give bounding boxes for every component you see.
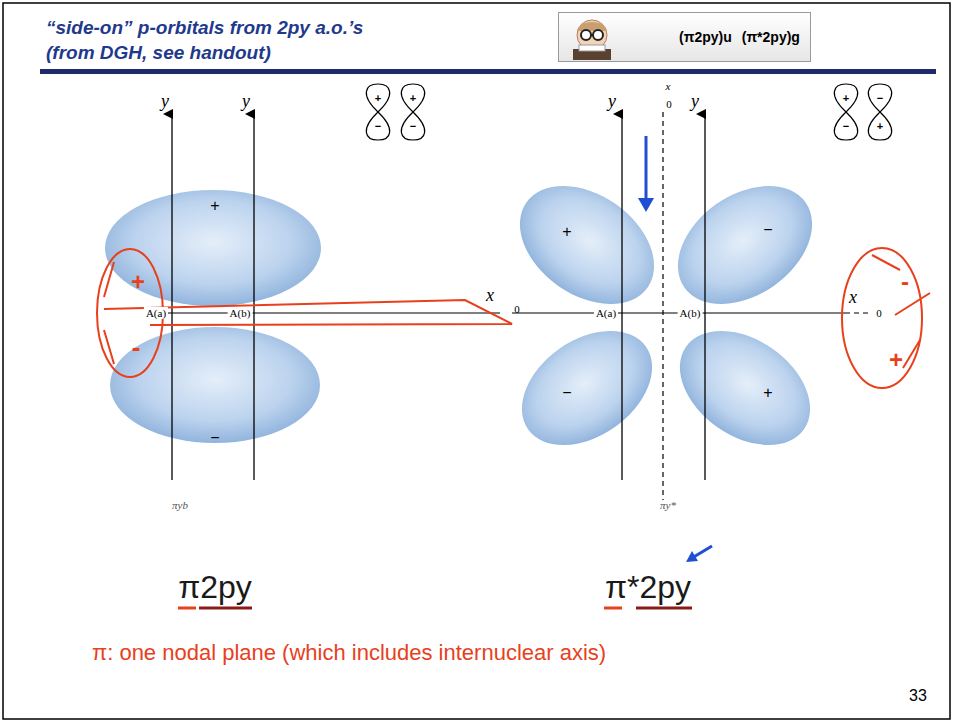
nucleus-label: A(b) bbox=[678, 307, 703, 319]
phase-sign: + bbox=[131, 269, 145, 295]
axis-origin: 0 bbox=[514, 303, 520, 315]
nucleus-label: A(b) bbox=[228, 307, 253, 319]
orbital-name: π2py bbox=[178, 570, 252, 605]
page-number: 33 bbox=[909, 687, 927, 705]
figure-caption: πyb bbox=[172, 499, 188, 511]
axis-label: y bbox=[691, 92, 699, 112]
icon-sign: + bbox=[843, 92, 849, 104]
phase-sign: - bbox=[132, 333, 141, 362]
header-box: (π2py)u (π*2py)g bbox=[558, 12, 811, 62]
axis-label: x bbox=[486, 286, 494, 306]
orbital-name: π*2py bbox=[605, 570, 691, 605]
lobe-sign: − bbox=[562, 384, 571, 402]
lobe-sign: − bbox=[763, 221, 772, 239]
icon-sign: − bbox=[877, 92, 883, 104]
axis-label: x bbox=[666, 80, 671, 92]
icon-sign: − bbox=[410, 120, 416, 132]
header-formula: (π2py)u bbox=[679, 29, 732, 45]
slide-title: “side-on” p-orbitals from 2py a.o.’s (fr… bbox=[46, 16, 416, 65]
axis-origin: 0 bbox=[874, 307, 884, 319]
axis-label: y bbox=[242, 92, 250, 112]
nucleus-label: A(a) bbox=[144, 307, 168, 319]
lobe-sign: + bbox=[562, 223, 571, 241]
axis-origin: 0 bbox=[664, 98, 674, 110]
axis-label: x bbox=[849, 288, 857, 308]
slide-caption: π: one nodal plane (which includes inter… bbox=[92, 640, 606, 666]
axis-label: y bbox=[161, 92, 169, 112]
lobe-sign: + bbox=[763, 384, 772, 402]
header-formula: (π*2py)g bbox=[742, 29, 800, 45]
icon-sign: + bbox=[410, 92, 416, 104]
icon-sign: + bbox=[877, 120, 883, 132]
lobe-sign: − bbox=[210, 429, 219, 447]
phase-sign: + bbox=[889, 347, 903, 373]
figure-caption: πy* bbox=[660, 499, 676, 511]
reader-icon bbox=[567, 15, 617, 61]
lobe-sign: + bbox=[210, 197, 219, 215]
icon-sign: + bbox=[375, 92, 381, 104]
icon-sign: − bbox=[843, 120, 849, 132]
phase-sign: - bbox=[901, 269, 909, 295]
icon-sign: − bbox=[375, 120, 381, 132]
nucleus-label: A(a) bbox=[594, 307, 618, 319]
axis-label: y bbox=[608, 92, 616, 112]
